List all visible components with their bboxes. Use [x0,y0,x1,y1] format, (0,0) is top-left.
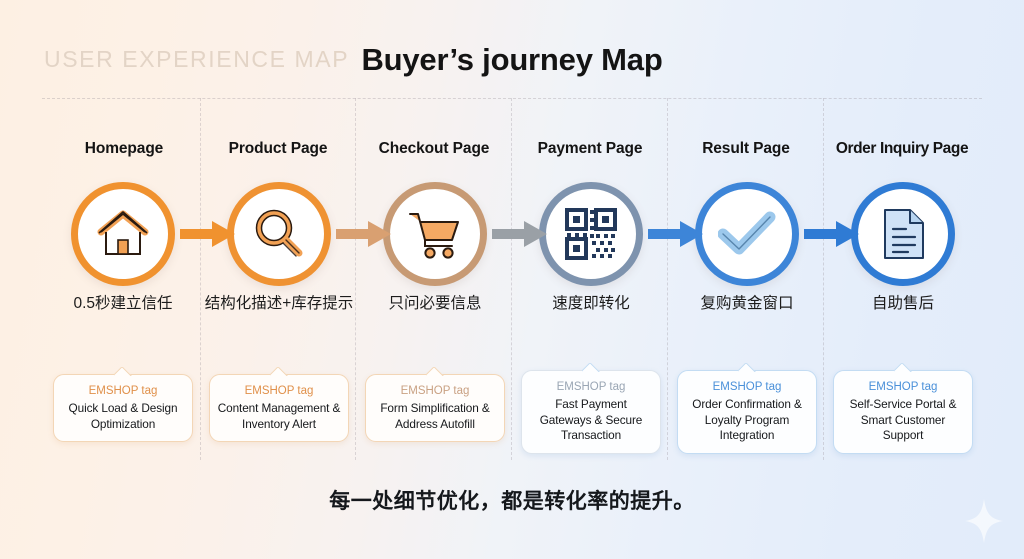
circle-ring-order-inquiry [851,182,955,286]
tag-card-payment[interactable]: EMSHOP tag Fast Payment Gateways & Secur… [521,370,661,454]
document-icon [884,209,924,259]
stage-icon-circle-product[interactable] [227,182,331,286]
tag-title-result: EMSHOP tag [712,381,782,393]
tag-title-order-inquiry: EMSHOP tag [868,381,938,393]
flow-arrow-5 [804,220,860,248]
grid-horizontal-divider [42,98,982,99]
tag-pointer-icon [582,363,600,372]
stage-icon-circle-order-inquiry[interactable] [851,182,955,286]
tag-card-checkout[interactable]: EMSHOP tag Form Simplification & Address… [365,374,505,442]
tag-body-result: Order Confirmation & Loyalty Program Int… [692,397,802,442]
stage-label-payment-page: Payment Page [537,140,643,157]
tag-pointer-icon [894,363,912,372]
tag-body-product: Content Management & Inventory Alert [217,401,341,431]
stage-column-product: Product Page [200,110,356,158]
stage-caption-checkout: 只问必要信息 [388,295,482,312]
circle-ring-result [695,182,799,286]
stage-column-homepage: Homepage [46,110,202,158]
stage-label-result-page: Result Page [702,140,790,157]
tag-pointer-icon [738,363,756,372]
shopping-cart-icon [409,213,459,259]
sparkle-icon [965,499,1003,543]
stage-label-product-page: Product Page [228,140,328,157]
stage-caption-order-inquiry: 自助售后 [871,295,934,312]
tag-card-product[interactable]: EMSHOP tag Content Management & Inventor… [209,374,349,442]
circle-ring-product [227,182,331,286]
grid-column-divider-1 [200,98,201,460]
flow-arrow-1 [180,220,236,248]
tag-body-payment: Fast Payment Gateways & Secure Transacti… [539,397,643,442]
stage-icon-circle-result[interactable] [695,182,799,286]
stage-caption-product: 结构化描述+库存提示 [204,295,354,312]
tag-title-homepage: EMSHOP tag [88,385,158,397]
grid-column-divider-5 [823,98,824,460]
flow-arrow-4 [648,220,704,248]
stage-caption-homepage: 0.5秒建立信任 [73,295,173,312]
tag-card-result[interactable]: EMSHOP tag Order Confirmation & Loyalty … [677,370,817,454]
tag-title-product: EMSHOP tag [244,385,314,397]
stage-caption-payment: 速度即转化 [552,295,630,312]
stage-label-checkout-page: Checkout Page [378,140,490,157]
tag-pointer-icon [426,367,444,376]
stage-column-order-inquiry: Order Inquiry Page [824,110,980,158]
stage-icon-circle-payment[interactable] [539,182,643,286]
grid-column-divider-4 [667,98,668,460]
stage-label-order-inquiry-page: Order Inquiry Page [835,140,969,157]
grid-column-divider-3 [511,98,512,460]
circle-ring-payment [539,182,643,286]
tag-body-checkout: Form Simplification & Address Autofill [380,401,490,431]
flow-arrow-2 [336,220,392,248]
stage-label-homepage: Homepage [84,140,164,157]
tag-title-payment: EMSHOP tag [556,381,626,393]
stage-column-checkout: Checkout Page [356,110,512,158]
home-icon [97,210,149,255]
stage-column-result: Result Page [668,110,824,158]
grid-column-divider-2 [355,98,356,460]
stage-caption-result: 复购黄金窗口 [700,295,794,312]
qr-code-icon [565,208,617,260]
tag-title-checkout: EMSHOP tag [400,385,470,397]
tag-body-order-inquiry: Self-Service Portal & Smart Customer Sup… [849,397,957,442]
flow-arrow-3 [492,220,548,248]
page-title: Buyer’s journey Map [361,42,663,77]
circle-ring-homepage [71,182,175,286]
footer-tagline: 每一处细节优化，都是转化率的提升。 [329,490,695,513]
tag-pointer-icon [270,367,288,376]
circle-ring-checkout [383,182,487,286]
tag-card-order-inquiry[interactable]: EMSHOP tag Self-Service Portal & Smart C… [833,370,973,454]
stage-icon-circle-checkout[interactable] [383,182,487,286]
check-mark-icon [718,211,776,255]
watermark-label: USER EXPERIENCE MAP [44,46,350,72]
stage-column-payment: Payment Page [512,110,668,158]
search-icon [255,209,303,257]
tag-body-homepage: Quick Load & Design Optimization [68,401,178,431]
stage-icon-circle-homepage[interactable] [71,182,175,286]
tag-pointer-icon [114,367,132,376]
tag-card-homepage[interactable]: EMSHOP tag Quick Load & Design Optimizat… [53,374,193,442]
